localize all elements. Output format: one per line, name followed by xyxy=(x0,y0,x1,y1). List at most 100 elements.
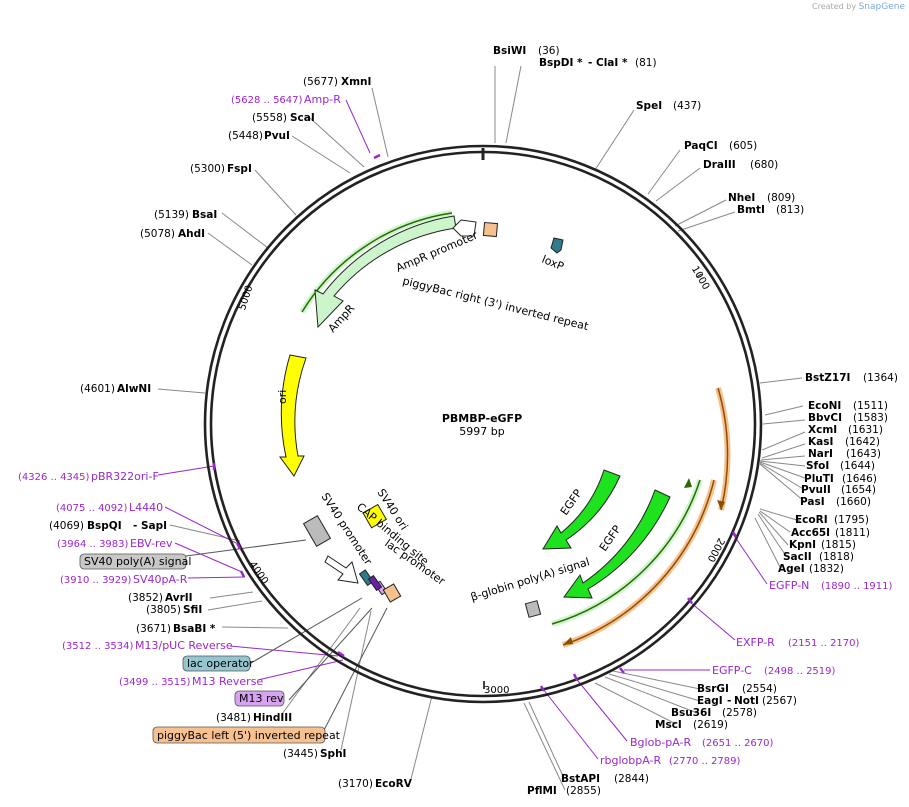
site-name: PaqCI xyxy=(684,140,718,152)
site-name: BsrGI xyxy=(697,683,729,695)
primer-pos: (3964 .. 3983) xyxy=(57,539,129,550)
site-pos: (5558) xyxy=(252,112,287,124)
primer-name: M13 Reverse xyxy=(192,675,263,688)
site-name: XmnI xyxy=(341,76,371,88)
site-pos: (605) xyxy=(729,140,757,152)
primer-pos: (5628 .. 5647) xyxy=(231,95,303,106)
primer-name: Bglob-pA-R xyxy=(630,736,692,749)
site-pos: (2855) xyxy=(566,785,601,797)
tick-label: 4000 xyxy=(247,560,271,587)
svg-text:SV40 poly(A) signal: SV40 poly(A) signal xyxy=(84,555,191,568)
primer-name: L4440 xyxy=(129,501,163,514)
primer-labels: (5628 .. 5647)Amp-R (4326 .. 4345)pBR322… xyxy=(18,93,893,767)
tick-labels: 1000 2000 3000 4000 5000 xyxy=(237,264,726,696)
site-pos: (1631) xyxy=(848,424,883,436)
primer-pos: (1890 .. 1911) xyxy=(821,581,893,592)
snapgene-logo: SnapGene xyxy=(858,2,905,12)
ori-feature xyxy=(279,354,307,477)
site-name: PluTI xyxy=(804,473,834,485)
site-name: BbvCI xyxy=(808,412,842,424)
site-pos: (813) xyxy=(776,204,804,216)
site-pos: (1818) xyxy=(819,551,854,563)
site-pos: (5300) xyxy=(190,163,225,175)
ampr-feature xyxy=(299,210,564,329)
site-name: HindIII xyxy=(253,712,292,724)
site-name-2: ClaI * xyxy=(596,57,628,69)
site-pos: (2619) xyxy=(693,719,728,731)
primer-name: EXFP-R xyxy=(736,636,775,649)
primer-pos: (3512 .. 3534) xyxy=(62,641,134,652)
right-restriction-sites: BsiWI(36) BspDI *-ClaI *(81) SpeI(437) P… xyxy=(493,45,898,797)
site-name: KasI xyxy=(808,436,833,448)
primer-name: EGFP-N xyxy=(769,579,809,592)
svg-text:lac operator: lac operator xyxy=(187,657,254,670)
sv40-polya-box: SV40 poly(A) signal xyxy=(79,553,191,570)
site-name: Bsu36I xyxy=(671,707,711,719)
tick-label: 3000 xyxy=(484,685,509,696)
site-pos: (1642) xyxy=(845,436,880,448)
site-name: AlwNI xyxy=(117,383,151,395)
site-name: PvuII xyxy=(801,484,831,496)
primer-name: EBV-rev xyxy=(130,537,173,550)
site-name: SfoI xyxy=(806,460,829,472)
site-name: NheI xyxy=(728,192,755,204)
site-pos: (1660) xyxy=(836,496,871,508)
site-pos: (3671) xyxy=(136,623,171,635)
site-name: BsaI xyxy=(192,209,217,221)
site-name: KpnI xyxy=(789,539,816,551)
site-pos: (2554) xyxy=(742,683,777,695)
primer-pos: (4326 .. 4345) xyxy=(18,472,90,483)
site-name: EcoNI xyxy=(808,400,841,412)
site-name: EagI xyxy=(697,695,723,707)
site-pos: (1815) xyxy=(821,539,856,551)
site-pos: (5677) xyxy=(303,76,338,88)
site-name: AhdI xyxy=(178,228,205,240)
site-name-2: NotI xyxy=(734,695,759,707)
egfp-label-2: EGFP xyxy=(597,523,624,554)
site-pos: (3481) xyxy=(216,712,251,724)
primer-name: SV40pA-R xyxy=(133,573,188,586)
svg-text:M13 rev: M13 rev xyxy=(239,692,284,705)
backbone-ring xyxy=(203,144,763,704)
primer-pos: (3499 .. 3515) xyxy=(119,677,191,688)
site-name: XcmI xyxy=(808,424,837,436)
site-pos: (1811) xyxy=(835,527,870,539)
orf-arcs xyxy=(551,387,731,648)
site-sep: - xyxy=(727,695,731,707)
plasmid-length: 5997 bp xyxy=(459,425,504,438)
site-pos: (5448) xyxy=(228,130,263,142)
site-pos: (437) xyxy=(673,100,701,112)
site-name: BstAPI xyxy=(561,773,600,785)
tick-label: 1000 xyxy=(689,264,711,292)
boxed-feature-labels: SV40 poly(A) signal lac operator M13 rev… xyxy=(79,553,341,744)
site-pos: (2844) xyxy=(614,773,649,785)
primer-pos: (3910 .. 3929) xyxy=(60,575,132,586)
site-pos: (3170) xyxy=(338,778,373,790)
site-name: MscI xyxy=(655,719,682,731)
site-name: NarI xyxy=(808,448,833,460)
ori-label: ori xyxy=(276,390,289,404)
snapgene-credit: Created by SnapGene xyxy=(812,2,905,12)
site-name: AgeI xyxy=(778,563,805,575)
site-pos: (4069) xyxy=(49,520,84,532)
piggybac-right-label: piggyBac right (3') inverted repeat xyxy=(401,274,590,333)
site-pos: (680) xyxy=(750,159,778,171)
lac-operator-box: lac operator xyxy=(182,655,254,672)
site-name: ScaI xyxy=(290,112,315,124)
site-pos: (1511) xyxy=(853,400,888,412)
sv40-promoter-label: SV40 promoter xyxy=(318,491,374,568)
primer-pos: (2498 .. 2519) xyxy=(764,666,836,677)
site-pos: (1646) xyxy=(842,473,877,485)
primer-name: pBR322ori-F xyxy=(91,470,159,483)
site-name: EcoRV xyxy=(375,778,413,790)
site-name: SphI xyxy=(320,748,346,760)
site-pos: (5139) xyxy=(154,209,189,221)
primer-pos: (2651 .. 2670) xyxy=(702,738,774,749)
m13-rev-box: M13 rev xyxy=(234,690,285,707)
site-pos: (1832) xyxy=(809,563,844,575)
site-pos: (3852) xyxy=(128,592,163,604)
site-name: SfiI xyxy=(183,604,202,616)
primer-name: Amp-R xyxy=(304,93,341,106)
primer-name: EGFP-C xyxy=(712,664,752,677)
site-name: EcoRI xyxy=(795,514,828,526)
